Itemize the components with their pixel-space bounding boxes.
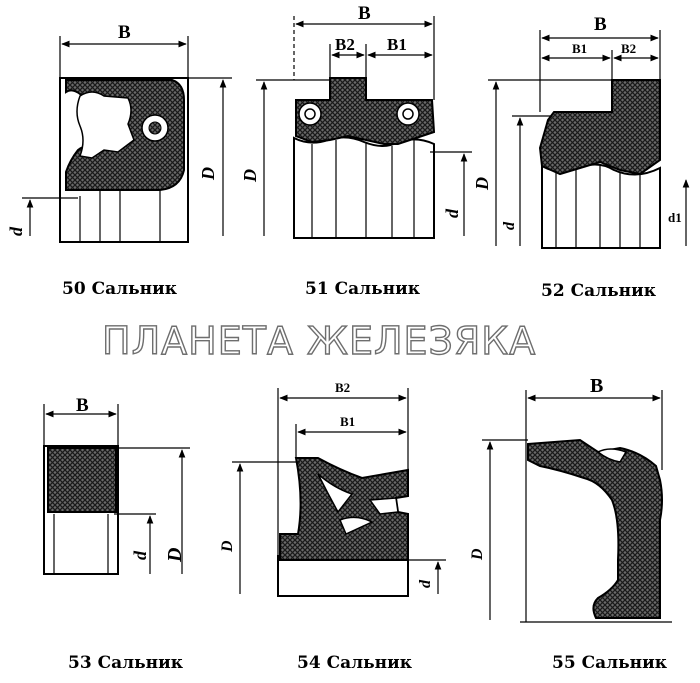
seal-55-dim-D: D [469,548,486,561]
seal-53-dim-B: B [76,395,89,416]
seal-52-caption: 52 Сальник [541,281,657,301]
seal-52-dim-D: D [472,177,492,191]
seal-51-dim-B2: B2 [335,35,355,54]
seal-52-dim-B1: B1 [572,41,587,56]
seal-54-dim-B1: B1 [340,414,355,429]
seal-50-caption: 50 Сальник [62,279,178,299]
seal-54-dim-D: D [219,540,236,553]
seal-52-dim-d1: d1 [668,210,682,225]
seal-51-dim-d: d [442,208,462,218]
seal-52-dim-d: d [501,221,518,230]
seal-54-drawing [232,388,446,597]
seal-53-dim-d: d [130,550,150,560]
seal-53-dim-D: D [164,548,186,563]
seal-54-dim-d: d [417,579,434,588]
seal-51-drawing [256,16,472,239]
seal-53-drawing [43,404,190,575]
seal-52-drawing [488,30,690,249]
seal-55-drawing [482,390,672,623]
seal-50-dim-d: d [6,226,26,236]
seal-52-dim-B: B [594,14,607,35]
seal-55-caption: 55 Сальник [552,653,668,673]
seal-52-dim-B2: B2 [621,41,636,56]
seal-51-dim-B1: B1 [387,35,407,54]
seal-51-dim-B: B [358,3,371,24]
seal-54-dim-B2: B2 [335,380,350,395]
seal-50-dim-D: D [198,167,218,181]
seal-55-dim-B: B [590,375,603,397]
watermark: ПЛАНЕТА ЖЕЛЕЗЯКА [102,319,536,363]
seal-51-caption: 51 Сальник [305,279,421,299]
seal-51-dim-D: D [240,169,260,183]
seal-50-drawing [22,36,232,243]
seal-53-caption: 53 Сальник [68,653,184,673]
seal-50-dim-B: B [118,22,131,43]
seal-54-caption: 54 Сальник [297,653,413,673]
